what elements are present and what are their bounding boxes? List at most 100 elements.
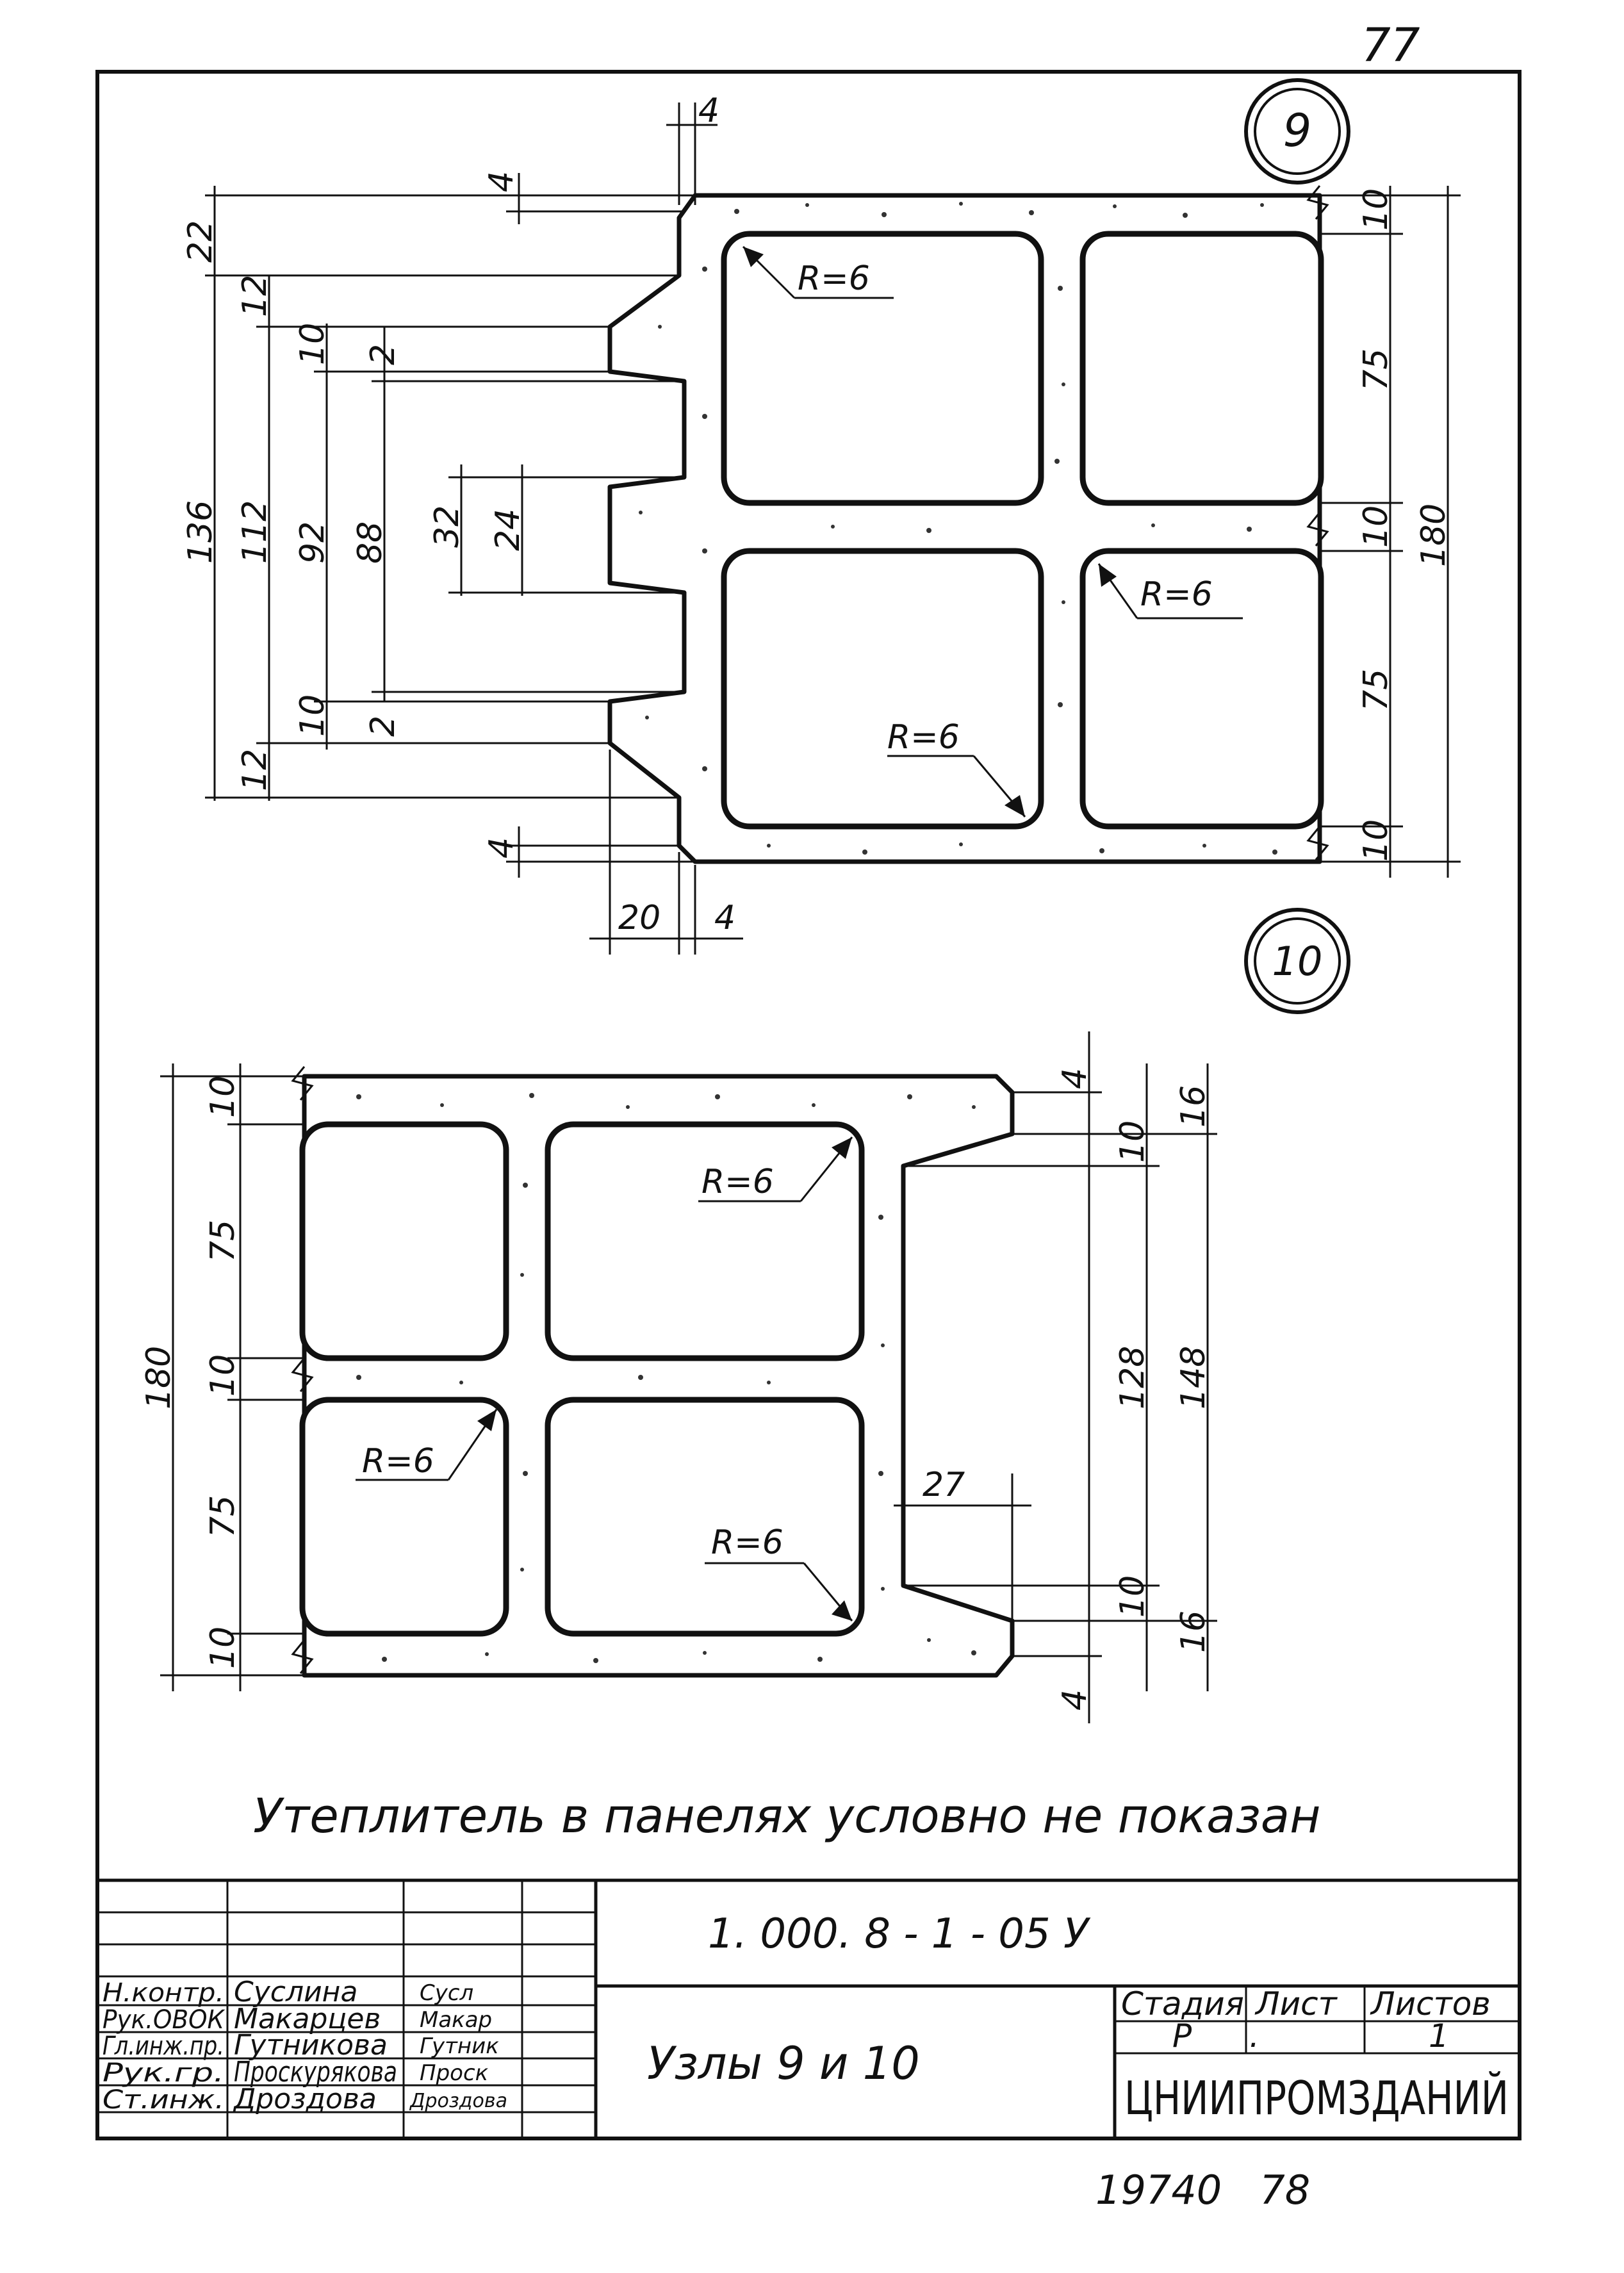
node-9-dim-10-bottom: 10	[293, 694, 332, 737]
node-10-dim-left-180: 180	[140, 1346, 178, 1409]
node-9-right-dimensions	[1320, 186, 1461, 878]
node-9-dim-136: 136	[181, 500, 220, 564]
node-10-dim-right-10-top: 10	[1113, 1120, 1152, 1163]
node-9-dim-20: 20	[618, 899, 660, 937]
node-9-dim-top-offset: 4	[482, 171, 521, 192]
node-9-label: 9	[1283, 104, 1312, 157]
node-9-dim-right-75-bottom: 75	[1357, 669, 1395, 711]
node-9-break-bot	[1306, 826, 1329, 860]
node-10-break-bot	[291, 1639, 314, 1674]
node-10-dim-left-10-top: 10	[204, 1076, 242, 1118]
node-9-dim-right-10-mid: 10	[1357, 505, 1395, 548]
bottom-sheet-number: 19740 78	[1095, 2167, 1310, 2213]
role-1: Н.контр.	[103, 1978, 224, 2008]
node-9-dim-2-top: 2	[364, 344, 402, 365]
node-10-radius-arrow-2	[477, 1409, 496, 1431]
node-10-dim-right-4-top: 4	[1056, 1068, 1094, 1089]
role-4: Рук.гр.	[103, 2058, 224, 2088]
node-9-dim-22: 22	[181, 220, 220, 263]
signature-2: Макар	[420, 2007, 492, 2033]
node-10-radius-label-1: R=6	[701, 1163, 774, 1201]
node-10-dim-left-75-top: 75	[204, 1220, 242, 1262]
sheets-value: 1	[1429, 2017, 1449, 2055]
node-9-drawing: 9 R=6 R=6	[181, 78, 1461, 955]
node-9-dim-right-10-bottom: 10	[1357, 819, 1395, 862]
node-9-dim-4-bottom: 4	[482, 837, 521, 858]
node-9-void-top-right	[1079, 231, 1324, 506]
node-9-dim-2-bottom: 2	[364, 716, 402, 737]
node-9-void-bottom-right	[1079, 548, 1324, 830]
node-9-void-top-left	[721, 231, 1044, 506]
node-9-dim-88: 88	[351, 521, 390, 564]
node-10-left-dimensions	[160, 1063, 304, 1691]
name-5: Дроздова	[233, 2083, 377, 2115]
name-4: Проскурякова	[234, 2056, 397, 2088]
title-block	[97, 1878, 1520, 2138]
node-9-dim-right-75-top: 75	[1357, 349, 1395, 391]
node-9-marker-inner	[1254, 88, 1341, 175]
node-10-dim-right-148: 148	[1174, 1346, 1213, 1409]
node-9-left-dimensions	[205, 173, 695, 878]
node-9-dim-top-4: 4	[698, 92, 719, 130]
signature-1: Сусл	[420, 1980, 473, 2006]
drawing-title: Узлы 9 и 10	[647, 2037, 920, 2090]
node-10-dim-right-128: 128	[1113, 1346, 1152, 1409]
node-9-dim-12-top: 12	[236, 275, 274, 317]
node-9-radius-label-2: R=6	[1140, 575, 1213, 614]
node-10-marker-outer	[1244, 908, 1350, 1014]
node-9-radius-label-1: R=6	[798, 259, 870, 298]
sheet-value: .	[1249, 2017, 1259, 2055]
node-9-marker-outer	[1244, 78, 1350, 185]
node-10-void-top-right	[545, 1121, 865, 1361]
node-9-dim-10-top: 10	[293, 323, 332, 365]
node-10-label: 10	[1272, 938, 1323, 985]
node-9-radius-label-3: R=6	[887, 718, 960, 757]
signature-3: Гутник	[420, 2033, 499, 2059]
insulation-note: Утеплитель в панелях условно не показан	[253, 1789, 1321, 1844]
node-10-radius-arrow-3	[832, 1600, 852, 1621]
node-9-dim-92: 92	[293, 521, 332, 564]
node-10-dim-right-10-bottom: 10	[1113, 1575, 1152, 1618]
sheet-border	[95, 70, 1521, 2140]
role-2: Рук.ОВОК	[103, 2005, 225, 2035]
signature-5: Дроздова	[409, 2090, 507, 2112]
node-10-drawing: 10 R=6 R=6 R=6	[140, 908, 1350, 1723]
node-10-void-bottom-left	[299, 1397, 509, 1637]
node-9-radius-arrow-3	[1005, 795, 1025, 817]
node-9-concrete-texture	[639, 202, 1277, 855]
signature-4: Проск	[420, 2060, 489, 2086]
node-9-dim-112: 112	[236, 500, 274, 564]
node-9-dim-12-bottom: 12	[236, 749, 274, 791]
node-10-break-top	[291, 1066, 314, 1101]
node-10-void-top-left	[299, 1121, 509, 1361]
node-9-dim-24: 24	[489, 509, 527, 551]
node-10-dim-right-16-top: 16	[1174, 1085, 1213, 1128]
corner-sheet-number: 77	[1361, 18, 1420, 72]
role-3: Гл.инж.пр.	[103, 2031, 224, 2061]
node-9-radius-arrow-2	[1099, 564, 1117, 587]
node-9-dim-right-10-top: 10	[1357, 188, 1395, 231]
stage-value: Р	[1172, 2017, 1192, 2055]
sheets-header: Листов	[1370, 1985, 1491, 2023]
node-9-void-bottom-left	[721, 548, 1044, 830]
node-9-radius-arrow-1	[743, 247, 764, 267]
sheet-header: Лист	[1254, 1985, 1338, 2023]
node-10-dim-right-16-bottom: 16	[1174, 1611, 1213, 1653]
node-9-dim-right-180: 180	[1415, 504, 1453, 567]
node-10-dim-left-10-mid: 10	[204, 1354, 242, 1397]
doc-code: 1. 000. 8 - 1 - 05 У	[708, 1910, 1091, 1958]
node-10-dim-left-75-bottom: 75	[204, 1495, 242, 1538]
name-1: Суслина	[234, 1976, 357, 2008]
node-10-radius-arrow-1	[832, 1137, 852, 1159]
node-9-break-mid	[1306, 512, 1329, 546]
name-3: Гутникова	[234, 2029, 388, 2062]
node-10-break-mid	[291, 1358, 314, 1392]
node-10-right-dimensions	[894, 1031, 1217, 1723]
stage-header: Стадия	[1121, 1985, 1244, 2023]
node-10-void-bottom-right	[545, 1397, 865, 1637]
node-9-break-top	[1306, 185, 1329, 220]
node-10-dim-right-4-bottom: 4	[1056, 1689, 1094, 1711]
name-2: Макарцев	[234, 2003, 381, 2035]
node-9-dim-32: 32	[428, 505, 466, 548]
